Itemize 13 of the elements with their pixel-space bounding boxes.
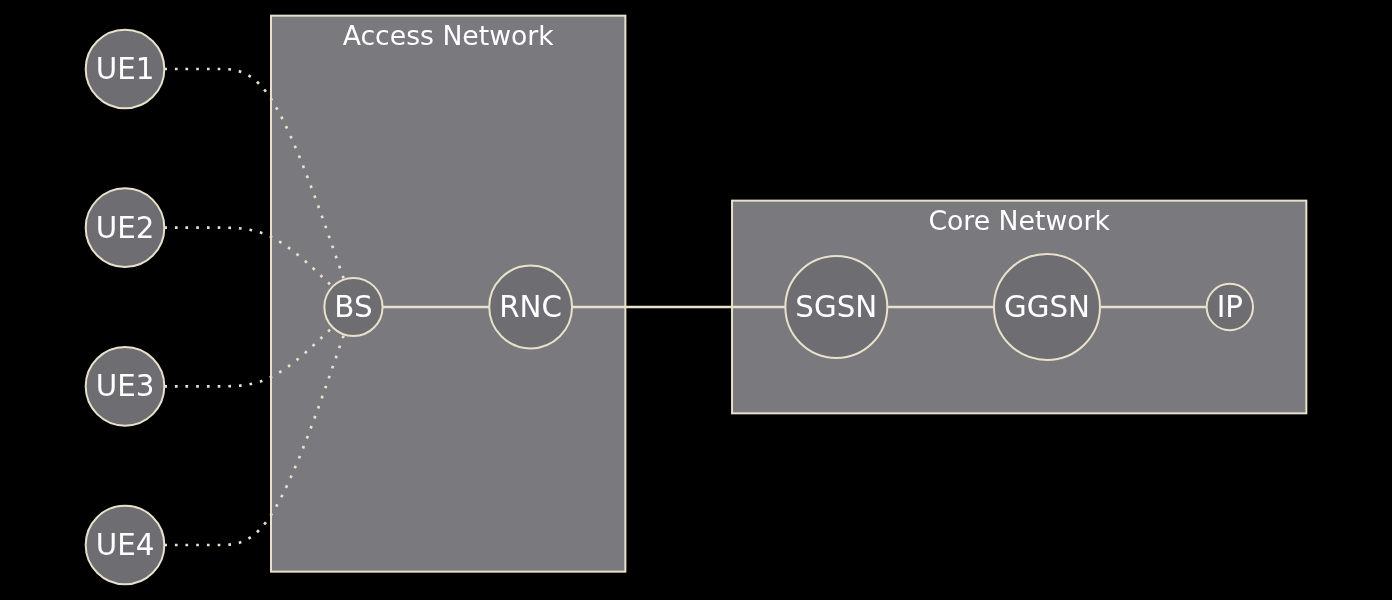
node-circle: UE2 xyxy=(84,187,166,268)
node-circle: RNC xyxy=(488,264,574,350)
connector xyxy=(1099,305,1207,309)
connector xyxy=(887,305,994,309)
node-circle: IP xyxy=(1205,282,1254,332)
connector xyxy=(382,305,490,309)
node-circle: UE4 xyxy=(84,504,166,586)
node-circle: BS xyxy=(323,276,384,338)
node-circle: UE1 xyxy=(84,28,166,110)
node-circle: UE3 xyxy=(84,346,166,427)
node-circle: SGSN xyxy=(784,255,889,359)
node-circle: GGSN xyxy=(992,252,1101,361)
connector xyxy=(572,305,786,309)
